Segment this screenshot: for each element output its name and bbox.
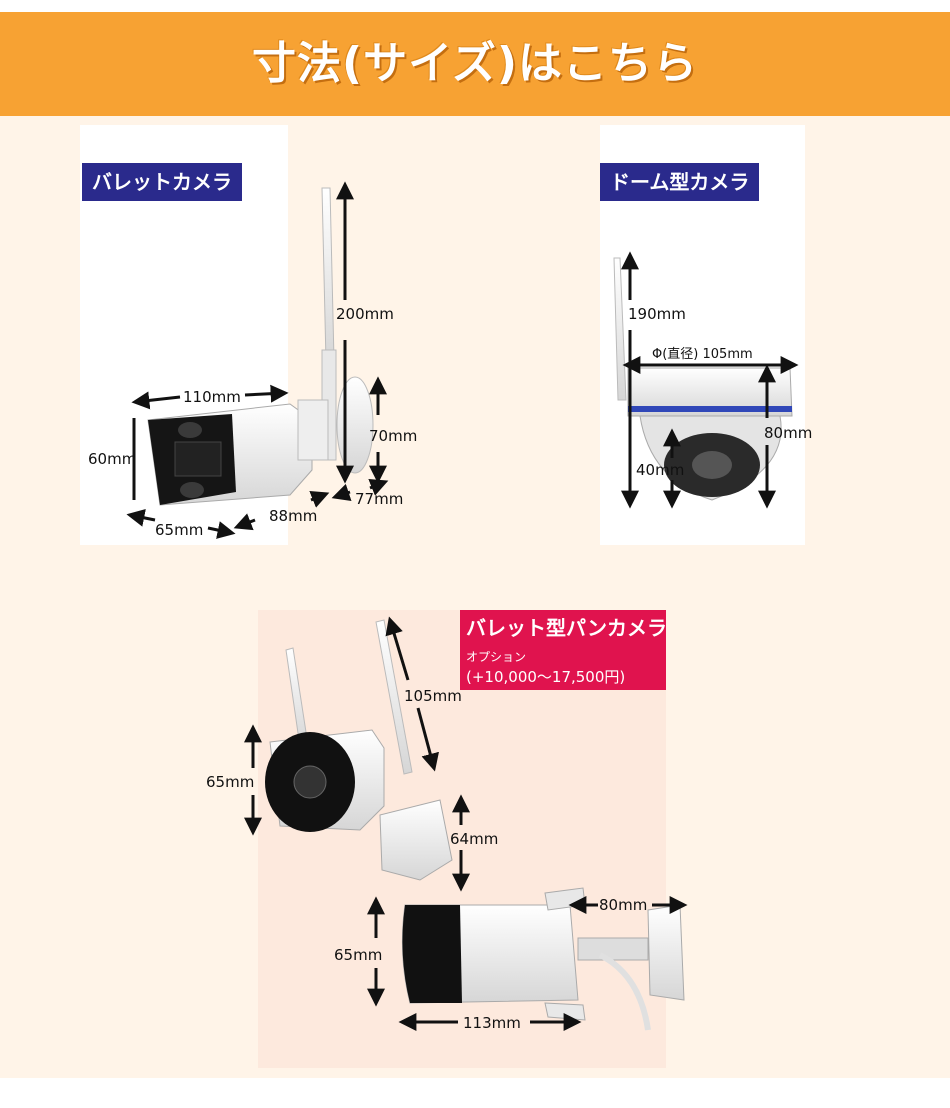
bullet-d1-dim: 77mm [355,490,404,508]
pan-camera-side-image [401,887,685,1031]
pan-camera-label-box: バレット型パンカメラ オプション (+10,000～17,500円) [460,610,667,690]
bullet-d3-dim: 65mm [155,521,204,539]
pan-camera-label: バレット型パンカメラ [466,616,667,640]
pan-mount-height-dim: 64mm [450,830,499,848]
pan-front-height-dim: 65mm [206,773,255,791]
pan-side-height-dim: 65mm [334,946,383,964]
pan-mount-depth-dim: 80mm [599,896,648,914]
option-label: オプション [466,650,527,664]
header-banner: 寸法(サイズ)はこちら [0,12,950,116]
dome-total-height-dim: 190mm [628,305,686,323]
pan-length-dim: 113mm [463,1014,521,1032]
pan-camera-front-image [265,619,453,881]
bullet-height-dim: 60mm [88,450,137,468]
dome-height-dim: 80mm [764,424,813,442]
option-price: (+10,000～17,500円) [466,668,626,686]
bullet-d2-dim: 88mm [269,507,318,525]
bullet-camera-image [147,187,374,506]
dome-lens-dim: 40mm [636,461,685,479]
bullet-width-dim: 110mm [183,388,241,406]
page-title: 寸法(サイズ)はこちら [252,38,698,89]
pan-antenna-dim: 105mm [404,687,462,705]
bullet-camera-label: バレットカメラ [82,163,242,201]
bullet-mount-dim: 70mm [369,427,418,445]
bullet-antenna-dim: 200mm [336,305,394,323]
dome-diameter-dim: Φ(直径) 105mm [652,347,753,362]
dome-camera-label: ドーム型カメラ [600,163,760,201]
